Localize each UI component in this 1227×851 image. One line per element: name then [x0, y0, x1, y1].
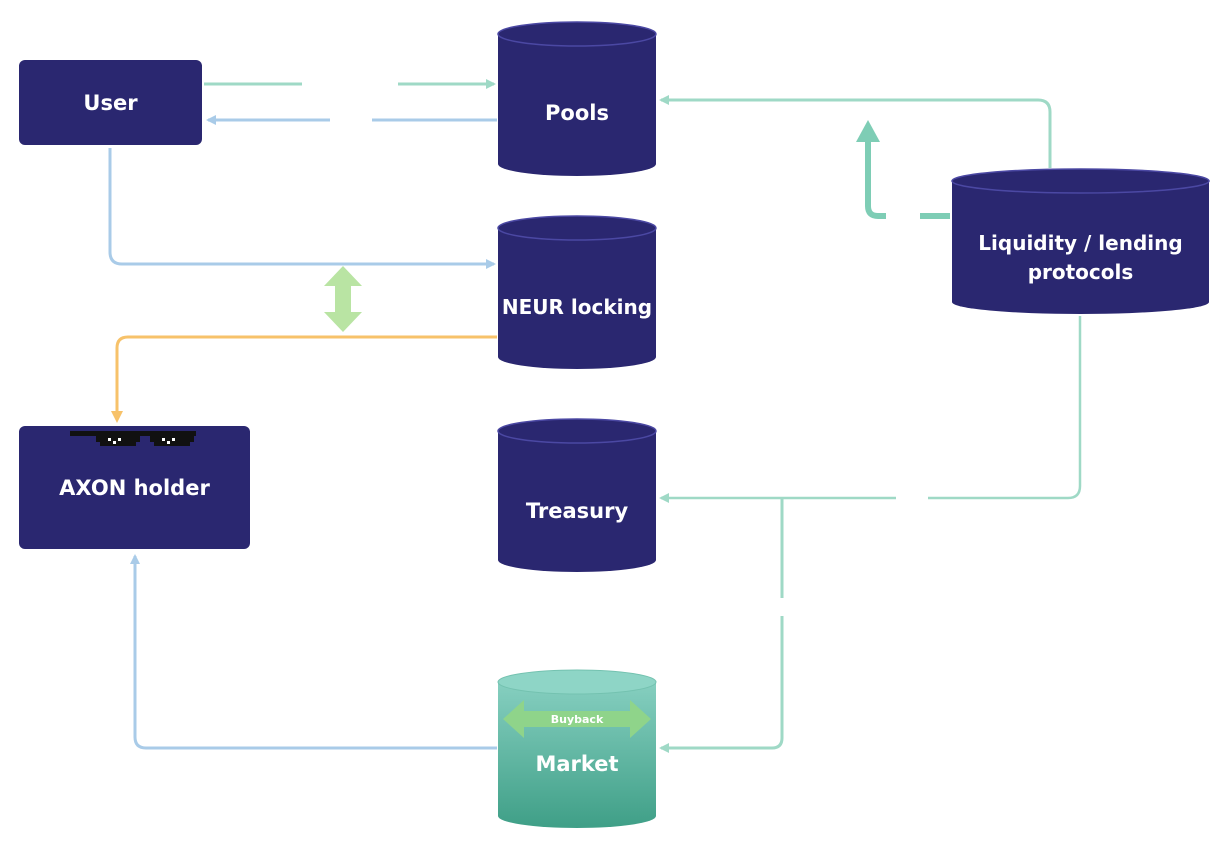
node-treasury-label: Treasury [526, 499, 629, 523]
node-user[interactable]: User [19, 60, 202, 145]
sunglasses-icon [70, 431, 196, 446]
node-neur-locking-label: NEUR locking [502, 295, 652, 319]
node-pools-label: Pools [545, 101, 609, 125]
node-user-label: User [83, 91, 138, 115]
node-market[interactable]: Buyback Market [497, 669, 657, 828]
node-liquidity-label-1: Liquidity / lending [978, 231, 1182, 255]
edge-liquidity-feedback-head [856, 120, 880, 142]
node-market-label: Market [535, 752, 618, 776]
buyback-label: Buyback [551, 713, 604, 726]
buyback-arrow [503, 700, 651, 738]
node-treasury[interactable]: Treasury [497, 418, 657, 572]
node-axon-holder[interactable]: AXON holder [19, 426, 250, 549]
edge-liquidity-to-pools [659, 95, 1052, 168]
swap-arrow [324, 266, 362, 332]
node-liquidity-label-2: protocols [1028, 260, 1134, 284]
edge-to-market-b [659, 616, 784, 753]
node-neur-locking[interactable]: NEUR locking [497, 215, 657, 369]
node-axon-holder-label: AXON holder [59, 476, 210, 500]
edge-user-to-neur [108, 148, 496, 269]
node-liquidity-protocols[interactable]: Liquidity / lending protocols [951, 168, 1210, 314]
edge-liquidity-to-treasury-a [928, 316, 1082, 500]
edge-liquidity-feedback-b [865, 140, 886, 219]
edge-market-to-axon [130, 554, 497, 750]
edge-neur-to-axon [111, 335, 497, 423]
connectors [108, 79, 1082, 753]
node-pools[interactable]: Pools [497, 21, 657, 176]
